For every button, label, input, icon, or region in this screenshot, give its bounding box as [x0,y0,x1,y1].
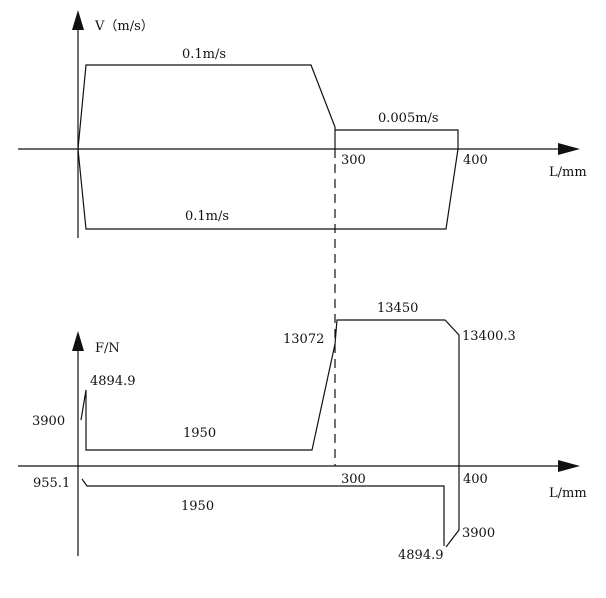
velocity-x-axis-arrow [558,143,580,155]
force-label-return-flat: 1950 [181,499,214,514]
force-forward-curve [80,319,460,466]
velocity-slow-speed-label: 0.005m/s [378,111,439,126]
velocity-y-axis-arrow [72,10,84,30]
force-y-axis-label: F/N [95,341,120,356]
force-x-axis-label: L/mm [549,486,587,501]
force-return-curve [81,478,445,546]
force-return-end-curve [445,466,460,548]
force-x-axis-arrow [558,460,580,472]
velocity-slow-curve [335,129,459,149]
force-label-press-peak: 13450 [377,301,418,316]
force-tick-300: 300 [341,472,366,487]
velocity-y-axis-label: V（m/s） [94,19,154,34]
force-label-press-end: 13400.3 [462,329,516,344]
velocity-return-curve [77,148,459,230]
velocity-tick-300: 300 [341,153,366,168]
force-diagram: F/N L/mm 300 400 3900 4894.9 1950 13072 … [18,301,587,563]
force-y-axis-arrow [72,331,84,351]
velocity-return-speed-label: 0.1m/s [185,209,229,224]
force-label-forward-flat: 1950 [183,426,216,441]
force-label-return-end: 3900 [462,526,495,541]
velocity-forward-curve [77,64,336,150]
velocity-diagram: V（m/s） L/mm 300 400 0.1m/s 0.005m/s 0.1m… [18,10,587,238]
force-label-return-peak: 4894.9 [398,548,444,563]
force-label-start-low: 3900 [32,414,65,429]
velocity-forward-speed-label: 0.1m/s [182,47,226,62]
force-label-return-start: 955.1 [33,476,70,491]
velocity-x-axis-label: L/mm [549,165,587,180]
velocity-tick-400: 400 [463,153,488,168]
force-tick-400: 400 [463,472,488,487]
force-label-start-peak: 4894.9 [90,374,136,389]
force-label-press-start: 13072 [283,332,324,347]
